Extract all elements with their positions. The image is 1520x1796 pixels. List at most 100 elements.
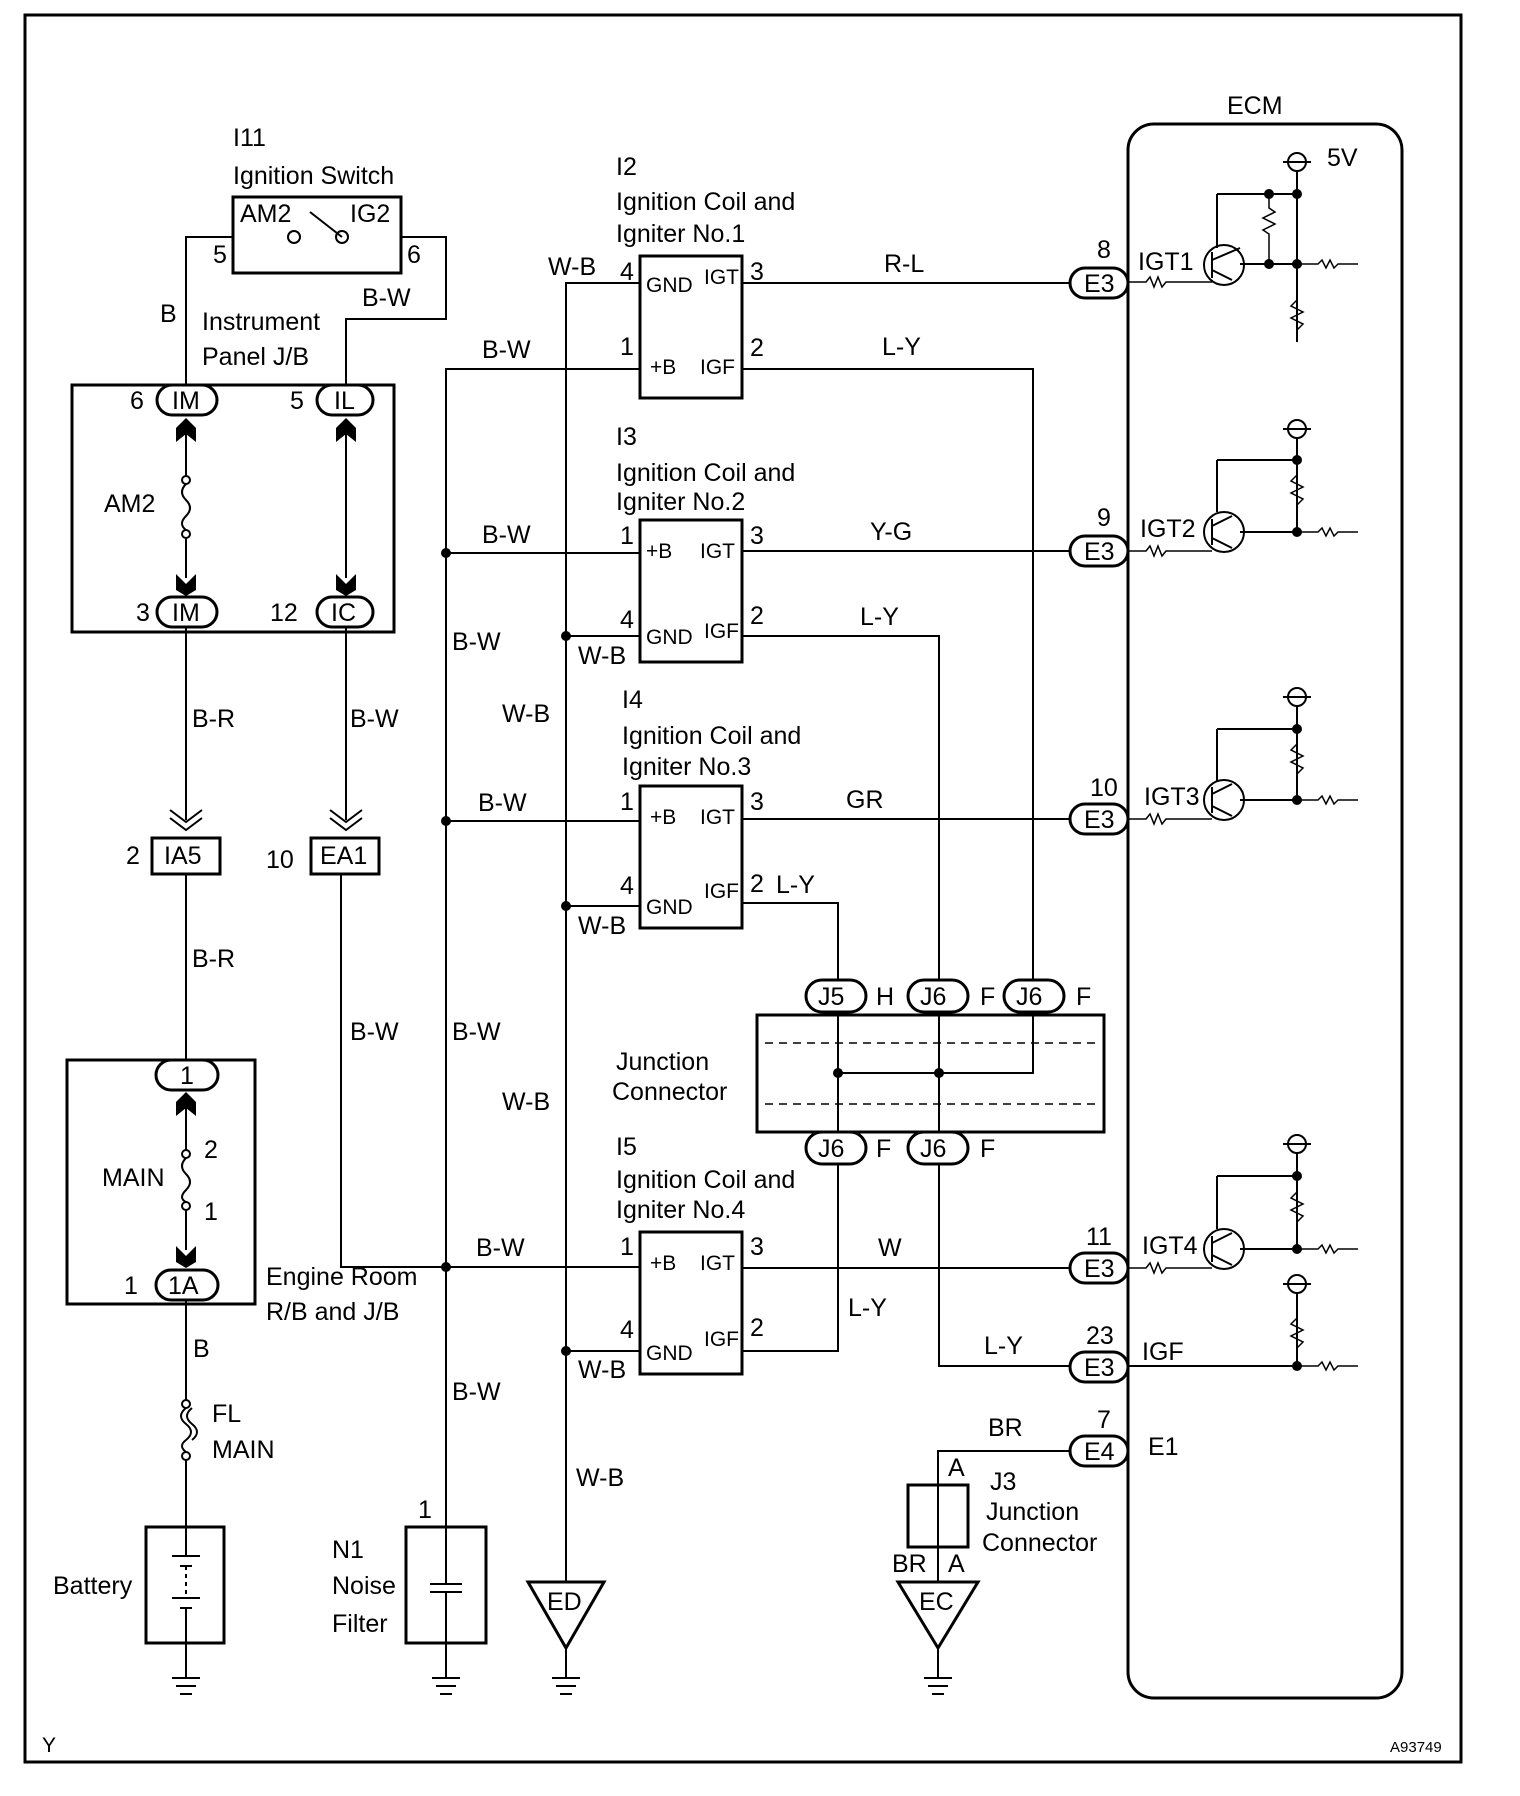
svg-text:F: F [980,983,995,1011]
footer-right: A93749 [1390,1739,1442,1756]
svg-text:3: 3 [136,599,150,627]
wire-label-bw-bus-2: B-W [482,521,531,549]
svg-text:IG2: IG2 [350,200,390,228]
svg-text:1: 1 [124,1272,138,1300]
svg-text:GND: GND [646,626,693,649]
coil4-line2: Igniter No.4 [616,1196,745,1224]
svg-text:IGF: IGF [704,620,739,643]
svg-text:9: 9 [1097,504,1111,532]
svg-text:10: 10 [1090,774,1118,802]
svg-text:IGT: IGT [700,1252,735,1275]
wire-label-wb-1: W-B [548,253,596,281]
jb-connector-ic: IC 12 [270,595,375,629]
svg-text:1: 1 [620,522,634,550]
ground-ec: EC [895,1580,981,1695]
engine-room-line1: Engine Room [266,1263,417,1291]
ignition-coil-2: +B IGT GND IGF 1 4 3 2 [620,518,764,664]
svg-text:8: 8 [1097,236,1111,264]
wire-label-bw-bus-7: B-W [452,1378,501,1406]
junction-connector: J5 H J6 F J6 F J6 F J6 F [755,978,1106,1166]
svg-text:E3: E3 [1084,806,1115,834]
svg-text:5: 5 [290,387,304,415]
wire-label-bw-bus-6: B-W [476,1234,525,1262]
svg-text:F: F [980,1135,995,1163]
svg-text:E3: E3 [1084,1255,1115,1283]
coil1-code: I2 [616,153,637,181]
coil3-code: I4 [622,686,643,714]
wire-label-b-top: B [160,300,177,328]
svg-text:3: 3 [750,258,764,286]
ecm-pin-igf: IGF [1142,1338,1184,1366]
svg-text:23: 23 [1086,1322,1114,1350]
svg-text:J6: J6 [1016,983,1042,1011]
ecm-supply-label: 5V [1327,144,1358,172]
svg-text:AM2: AM2 [240,200,291,228]
wire-label-wb-7: W-B [576,1464,624,1492]
svg-text:GND: GND [646,896,693,919]
coil1-line2: Igniter No.1 [616,220,745,248]
svg-text:IGF: IGF [704,880,739,903]
svg-text:7: 7 [1097,1406,1111,1434]
svg-text:IM: IM [172,387,200,415]
svg-text:4: 4 [620,606,634,634]
fusible-link-line2: MAIN [212,1436,275,1464]
wire-label-bw-bus-4: B-W [478,789,527,817]
svg-text:EC: EC [919,1588,954,1616]
svg-text:6: 6 [130,387,144,415]
svg-text:10: 10 [266,846,294,874]
svg-text:IC: IC [331,599,356,627]
ecm-title: ECM [1227,92,1283,120]
svg-text:+B: +B [646,540,672,563]
wire-label-w: W [878,1234,902,1262]
ecm-pin-igt3: IGT3 [1144,783,1200,811]
ecm-igf-circuit: IGF [1128,1274,1358,1372]
ignition-switch-code: I11 [233,124,266,152]
connector-ea1: EA1 10 [266,809,381,876]
wire-label-br-e1: BR [988,1414,1023,1442]
j3-line1: Junction [986,1498,1079,1526]
coil2-line2: Igniter No.2 [616,488,745,516]
svg-text:J6: J6 [818,1135,844,1163]
ecm-connector-e3-9: E3 9 [1068,504,1130,568]
jb-connector-im-top: IM 6 [130,383,219,417]
svg-text:3: 3 [750,522,764,550]
noise-filter [404,1525,488,1645]
j3-junction-connector: A A [906,1451,970,1582]
ignition-switch-name: Ignition Switch [233,162,394,190]
main-fuse-label: MAIN [102,1164,165,1192]
wire-label-wb-6: W-B [578,1356,626,1384]
ecm-pin-igt1: IGT1 [1138,248,1194,276]
engine-room-line2: R/B and J/B [266,1298,399,1326]
fusible-link-main [180,1399,198,1461]
wire-label-br-1: B-R [192,705,235,733]
svg-text:+B: +B [650,1252,676,1275]
diagram-frame [23,13,1463,1764]
coil2-line1: Ignition Coil and [616,459,795,487]
svg-text:11: 11 [1086,1223,1112,1251]
coil3-line1: Ignition Coil and [622,722,801,750]
battery-ground-icon [172,1643,200,1695]
svg-text:2: 2 [750,334,764,362]
wire-label-wb-4: W-B [578,912,626,940]
wire-label-yg: Y-G [870,518,912,546]
svg-text:1: 1 [180,1062,194,1090]
svg-text:GND: GND [646,274,693,297]
wire-label-wb-2: W-B [578,642,626,670]
svg-text:4: 4 [620,258,634,286]
ecm-pin-igt4: IGT4 [1142,1232,1198,1260]
jb-link-il-ic [336,418,356,596]
instrument-jb-line2: Panel J/B [202,343,309,371]
connector-ia5: IA5 2 [126,809,222,876]
battery-label: Battery [53,1572,133,1600]
engine-room-connector-1a: 1A 1 [124,1268,220,1302]
svg-text:2: 2 [750,870,764,898]
junction-connector-line1: Junction [616,1048,709,1076]
svg-text:12: 12 [270,599,298,627]
noise-filter-line1: Noise [332,1572,396,1600]
engine-room-rb [65,1058,257,1306]
wire-label-b-bottom: B [193,1335,210,1363]
ecm-pin-e1: E1 [1148,1433,1179,1461]
svg-text:4: 4 [620,872,634,900]
svg-text:J5: J5 [818,983,844,1011]
